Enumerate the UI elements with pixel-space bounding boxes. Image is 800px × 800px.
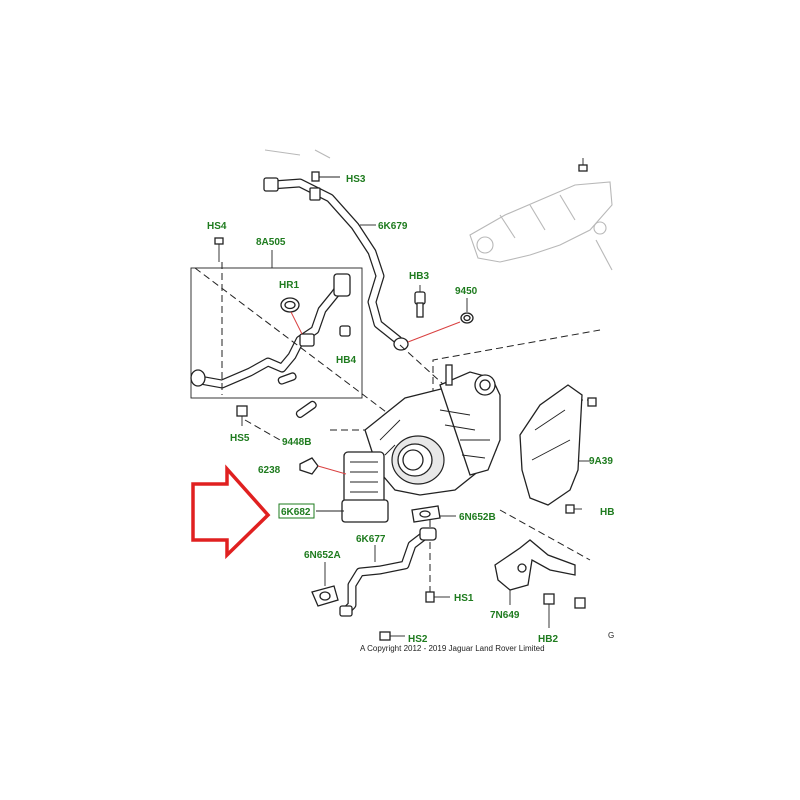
label-6k677: 6K677 xyxy=(356,534,386,545)
highlight-arrow xyxy=(191,464,271,560)
turbocharger-body xyxy=(364,364,501,496)
label-hb2: HB2 xyxy=(538,634,558,645)
copyright-text: A Copyright 2012 - 2019 Jaguar Land Rove… xyxy=(360,644,545,653)
corner-mark: G xyxy=(608,631,614,640)
label-8a505: 8A505 xyxy=(256,237,286,248)
label-hs2: HS2 xyxy=(408,634,428,645)
bolts-hb2 xyxy=(543,593,586,628)
bolt-hs1 xyxy=(425,591,450,603)
label-hb4: HB4 xyxy=(336,355,356,366)
bolt-hs4 xyxy=(214,237,224,262)
banjo-bolt-hb3 xyxy=(414,285,426,318)
washer-9450 xyxy=(460,298,474,324)
oil-drain-pipe-6k677 xyxy=(339,527,437,617)
gasket-6n652a xyxy=(311,562,339,607)
seal-9448b xyxy=(295,400,317,419)
exhaust-manifold-ghost xyxy=(264,149,613,271)
bracket-7n649 xyxy=(494,539,576,605)
gasket-6n652b xyxy=(411,505,456,523)
label-9450: 9450 xyxy=(455,286,478,297)
label-hs1: HS1 xyxy=(454,593,474,604)
heat-shield-bolts xyxy=(565,397,597,514)
label-6k679: 6K679 xyxy=(378,221,408,232)
label-hb3: HB3 xyxy=(409,271,429,282)
oil-feed-pipe-6k679 xyxy=(263,171,409,351)
oil-return-pipe-group-8a505 xyxy=(190,250,363,399)
label-6n652b: 6N652B xyxy=(459,512,496,523)
label-hs5: HS5 xyxy=(230,433,250,444)
label-6238: 6238 xyxy=(258,465,281,476)
label-7n649: 7N649 xyxy=(490,610,520,621)
label-hr1: HR1 xyxy=(279,280,299,291)
label-hs3: HS3 xyxy=(346,174,366,185)
clip-6238 xyxy=(299,457,347,475)
label-hs4: HS4 xyxy=(207,221,227,232)
top-right-bolt xyxy=(578,158,588,172)
label-6k682: 6K682 xyxy=(281,507,311,518)
hb3-red-leader xyxy=(407,321,461,343)
bolt-hs5 xyxy=(236,405,248,426)
label-hb-right: HB xyxy=(600,507,614,518)
label-9448b: 9448B xyxy=(282,437,311,448)
heat-shield-9a39 xyxy=(519,384,590,506)
label-6n652a: 6N652A xyxy=(304,550,341,561)
label-highlight-box xyxy=(278,503,315,519)
label-9a39: 9A39 xyxy=(589,456,613,467)
bolt-hs2 xyxy=(379,631,405,641)
actuator-6k682 xyxy=(316,451,389,523)
